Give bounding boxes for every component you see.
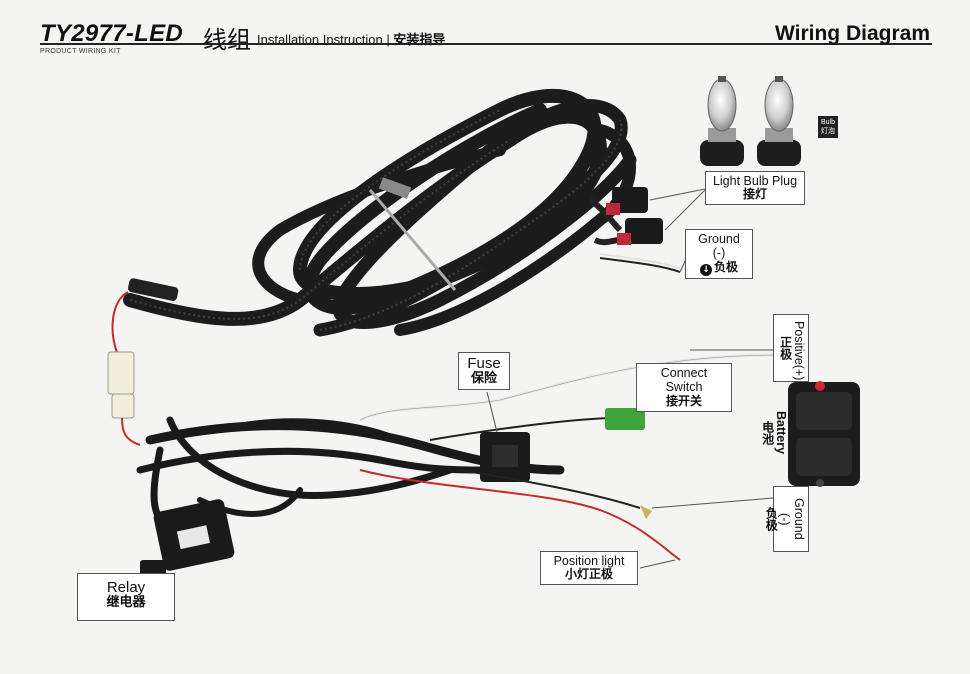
- battery-image: [788, 381, 860, 487]
- page-title: Wiring Diagram: [775, 22, 930, 45]
- model-title: TY2977-LED: [40, 20, 184, 47]
- label-bulb-cn: 灯泡: [821, 128, 835, 135]
- bulb-images: [700, 76, 801, 166]
- bulb-plug-connectors: [588, 187, 681, 273]
- label-ground-right: Ground (-) 负极: [764, 486, 809, 552]
- label-light-bulb-plug: Light Bulb Plug 接灯: [705, 171, 805, 206]
- label-ground-top-en: Ground (-): [698, 232, 740, 261]
- label-bulb-en: Bulb: [820, 119, 835, 126]
- label-relay-cn: 继电器: [106, 595, 146, 611]
- kit-label: PRODUCT WIRING KIT: [40, 48, 121, 55]
- label-fuse: Fuse 保险: [458, 352, 510, 391]
- label-ground-top-cn-row: ↓负极: [692, 259, 746, 276]
- label-ground-top-cn: 负极: [713, 259, 738, 274]
- label-position-light-cn: 小灯正极: [564, 567, 613, 582]
- label-ground-right-cn: 负极: [764, 507, 779, 531]
- coiled-loom: [123, 89, 637, 337]
- label-connect-switch-en: Connect Switch: [660, 366, 708, 395]
- label-connect-switch-cn: 接开关: [665, 393, 702, 408]
- label-position-light: Position light 小灯正极: [540, 551, 638, 586]
- label-light-bulb-plug-en: Light Bulb Plug: [712, 174, 798, 188]
- label-relay-en: Relay: [106, 579, 146, 596]
- label-relay: Relay 继电器: [77, 573, 175, 621]
- ground-icon: ↓: [699, 263, 712, 276]
- header-rule: [40, 43, 932, 45]
- label-battery: Battery 电池: [760, 404, 790, 462]
- label-battery-cn: 电池: [760, 421, 775, 445]
- label-fuse-cn: 保险: [470, 371, 497, 387]
- label-bulb: Bulb 灯泡: [818, 116, 838, 138]
- label-connect-switch: Connect Switch 接开关: [636, 363, 732, 412]
- label-position-light-en: Position light: [553, 554, 625, 568]
- label-light-bulb-plug-cn: 接灯: [742, 187, 767, 202]
- label-battery-en: Battery: [774, 411, 788, 455]
- label-fuse-en: Fuse: [467, 355, 501, 372]
- model-title-cn: 线组: [203, 26, 251, 54]
- label-ground-right-en: Ground (-): [777, 498, 806, 540]
- label-positive-en: Positive(+): [792, 321, 806, 381]
- label-ground-top: Ground (-) ↓负极: [685, 229, 753, 279]
- label-positive: Positive(+) 正极: [773, 314, 809, 382]
- label-positive-cn: 正极: [778, 336, 793, 360]
